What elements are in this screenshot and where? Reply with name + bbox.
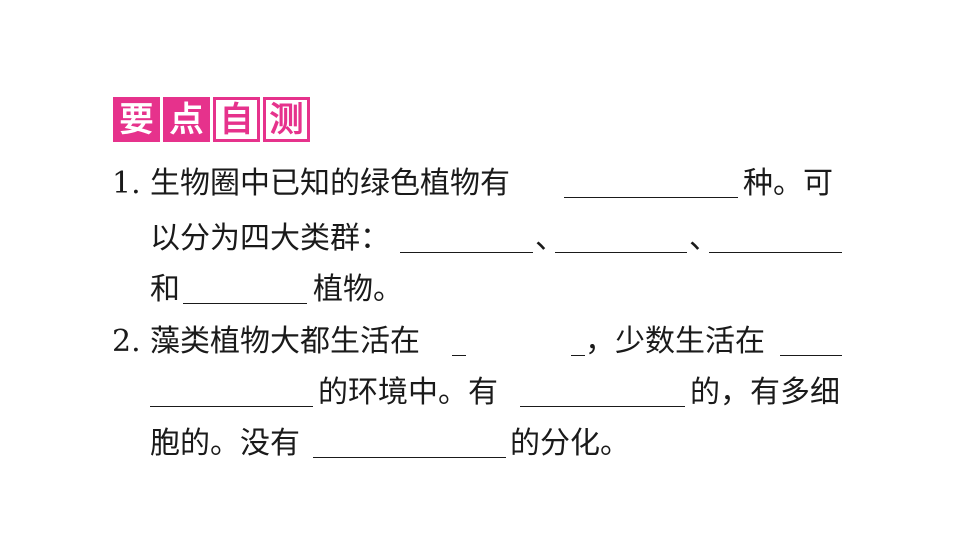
answer-blank[interactable] xyxy=(780,355,842,356)
question-number: 1. xyxy=(112,166,141,201)
answer-blank[interactable] xyxy=(564,197,738,198)
separator: 、 xyxy=(535,221,565,256)
question-text: 生物圈中已知的绿色植物有 xyxy=(150,166,510,201)
answer-blank[interactable] xyxy=(400,252,533,253)
question-text: 和 xyxy=(150,272,180,307)
answer-blank-continued[interactable] xyxy=(150,406,313,407)
badge-char: 测 xyxy=(263,97,310,142)
question-text: 的分化。 xyxy=(510,426,630,461)
question-text: 的环境中。有 xyxy=(318,375,498,410)
question-text: 胞的。没有 xyxy=(150,426,300,461)
question-text: 藻类植物大都生活在 xyxy=(150,324,420,359)
question-number: 2. xyxy=(112,324,141,359)
badge-char: 要 xyxy=(113,97,160,142)
badge-char: 自 xyxy=(213,97,260,142)
answer-blank[interactable] xyxy=(452,355,466,356)
answer-blank[interactable] xyxy=(183,303,307,304)
section-badge: 要 点 自 测 xyxy=(113,97,310,142)
badge-char: 点 xyxy=(163,97,210,142)
answer-blank-end xyxy=(571,355,585,356)
question-text: 种。可 xyxy=(743,166,833,201)
question-text: 以分为四大类群： xyxy=(150,221,390,256)
answer-blank[interactable] xyxy=(520,406,685,407)
question-text: 的，有多细 xyxy=(690,375,840,410)
answer-blank[interactable] xyxy=(555,252,687,253)
question-text: 植物。 xyxy=(313,272,403,307)
answer-blank[interactable] xyxy=(313,457,506,458)
answer-blank[interactable] xyxy=(709,252,842,253)
question-text: ，少数生活在 xyxy=(585,324,765,359)
separator: 、 xyxy=(689,221,719,256)
